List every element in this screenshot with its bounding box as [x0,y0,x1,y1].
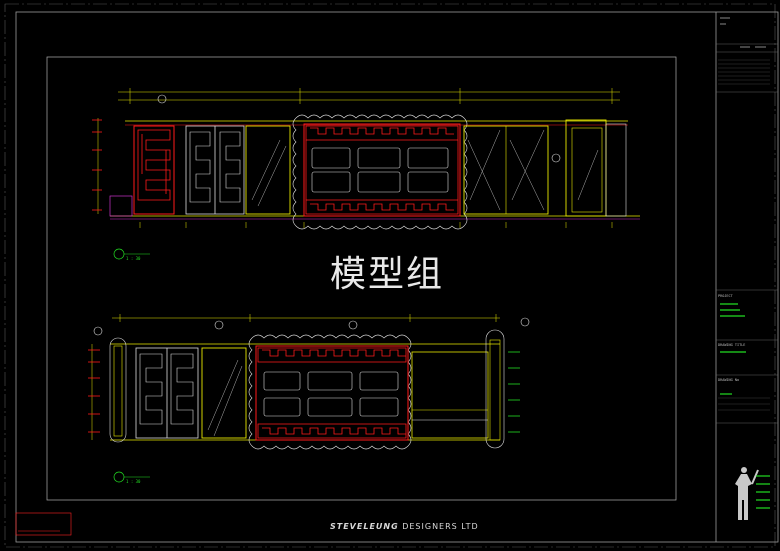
outer-frame [4,3,776,548]
drawing-border [15,11,779,543]
view-tag-circle-2 [113,471,125,483]
brand-designers: DESIGNERS LTD [402,522,479,531]
brand-steve: STEVE [330,522,364,531]
watermark-text: 模型组 [330,254,445,295]
drawing-title-label: DRAWING TITLE [718,343,746,347]
view-scale-upper: 1 : 30 [126,256,141,261]
inner-viewport-frame [46,56,677,501]
upper-elevation [92,88,640,260]
drawing-no-label: DRAWING No [718,378,740,382]
designer-logo-figure [735,467,759,520]
view-scale-lower: 1 : 30 [126,479,141,484]
firm-brand: STEVELEUNG DESIGNERS LTD [330,520,478,534]
project-label: PROJECT [718,294,733,298]
lower-elevation [88,314,530,483]
bottom-left-stamp [15,512,72,536]
brand-leung: LEUNG [363,522,399,531]
view-tag-circle [113,248,125,260]
title-block [715,12,778,542]
